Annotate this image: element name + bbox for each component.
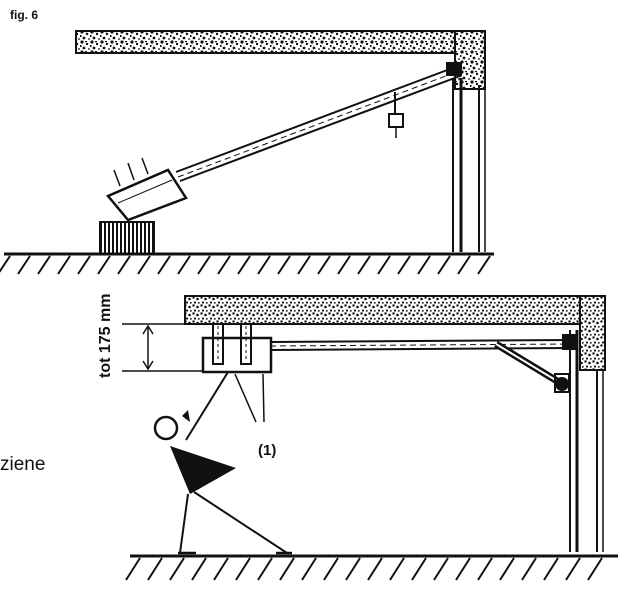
bottom-door-frame (569, 330, 604, 552)
top-release-handle (388, 92, 404, 138)
bottom-door-arm (494, 341, 570, 393)
top-motor-unit (105, 157, 188, 222)
bottom-opener-rail (269, 334, 578, 351)
bottom-floor (125, 554, 618, 581)
side-text-fragment: ziene (0, 454, 45, 475)
top-opener-rail (175, 62, 462, 182)
top-diagram (0, 30, 494, 275)
dimension-lines (122, 323, 205, 372)
callout-leaders (234, 373, 265, 423)
bottom-diagram: tot 175 mm (1) (97, 294, 618, 581)
bottom-ceiling-beam (184, 295, 606, 325)
person-figure (153, 371, 292, 555)
bottom-motor-unit (201, 323, 273, 374)
dimension-label: tot 175 mm (97, 294, 114, 378)
callout-label: (1) (258, 442, 276, 459)
top-ceiling-beam (75, 30, 486, 54)
figure-title: fig. 6 (10, 8, 38, 22)
bottom-wall-block (579, 295, 606, 371)
top-door-frame (452, 78, 486, 252)
top-floor (0, 252, 494, 275)
top-support-block (99, 221, 155, 255)
